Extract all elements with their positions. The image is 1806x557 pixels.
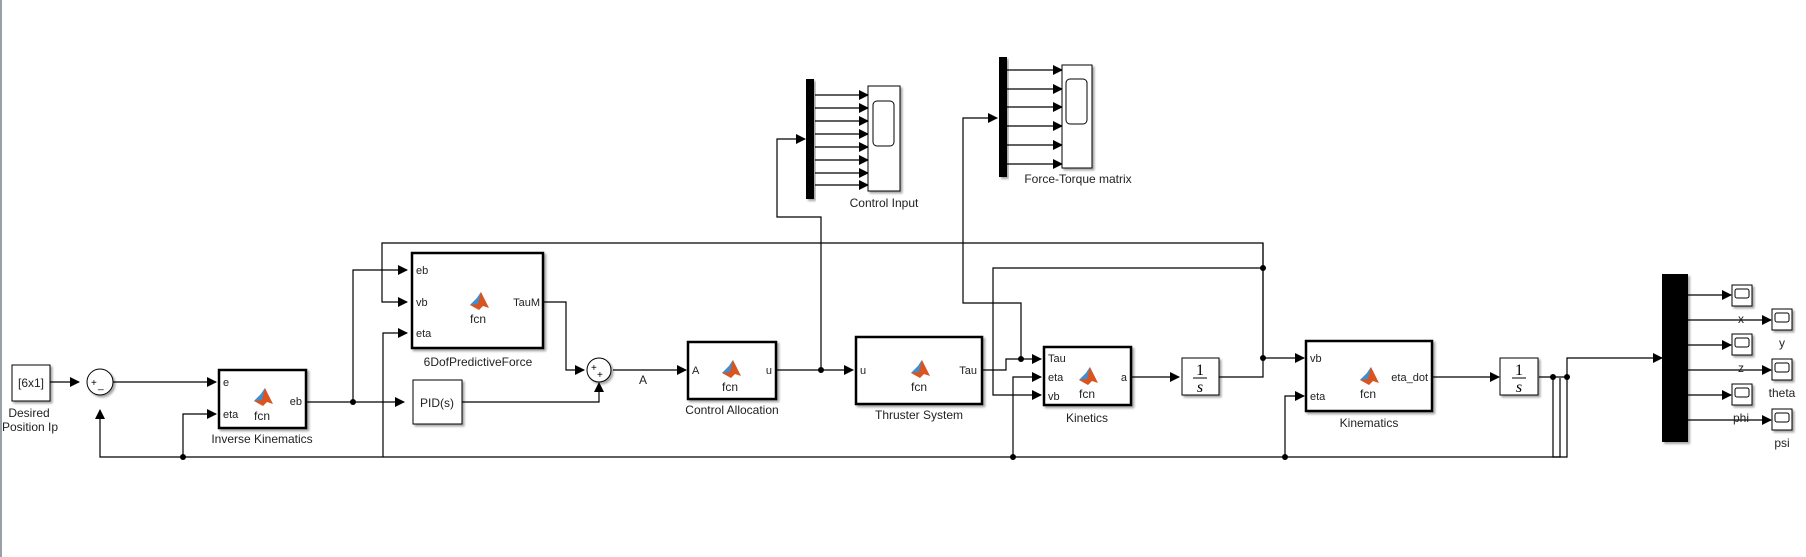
control-input-scope[interactable]: Control Input [850,85,919,210]
control-allocation-block[interactable]: A u fcn Control Allocation [685,340,779,417]
int1-num: 1 [1196,362,1204,379]
scope-x[interactable]: x [1731,284,1753,326]
port-vb: vb [416,297,428,309]
port-taum: TauM [513,297,540,309]
block-name: Kinematics [1340,416,1399,430]
sum2-sign-2: + [597,370,603,381]
wire-tau-mux [962,113,1022,359]
port-vb: vb [1048,391,1060,403]
sum1-sign-minus: _ [97,380,104,391]
port-eb: eb [290,396,302,408]
integrator-block-1[interactable]: 1 s [1181,357,1220,396]
kinetics-block[interactable]: Tau eta vb a fcn Kinetics [1042,345,1133,425]
port-eta: eta [1310,391,1326,403]
scope-label: theta [1769,386,1796,400]
scope-label: z [1738,361,1744,375]
wire-vb-kinetics [992,267,1263,400]
port-a: A [692,365,700,377]
port-tau: Tau [959,365,977,377]
wire-tau-kinetics [983,354,1042,371]
wire-eta-kinematics [1284,391,1305,457]
fcn-label: fcn [470,312,486,326]
scope-y[interactable]: y [1771,308,1793,350]
block-name: Control Allocation [685,403,778,417]
wire-int2-feedback [1552,377,1560,458]
wires [50,65,1772,460]
fcn-label: fcn [1079,387,1095,401]
scope-label: phi [1733,411,1749,425]
block-name: Thruster System [875,408,963,422]
integrator-block-2[interactable]: 1 s [1499,357,1539,396]
control-mux-lines [815,90,869,190]
wire-taum-sum2 [543,301,585,375]
scope-label: y [1779,336,1785,350]
port-a: a [1121,372,1128,384]
desired-label-1: Desired [8,406,49,420]
sum-block-1[interactable]: + _ [86,368,114,396]
desired-label-2: Position Ip [2,420,58,434]
force-torque-scope[interactable]: Force-Torque matrix [1024,64,1132,186]
output-demux[interactable] [1662,274,1688,442]
port-eta: eta [416,328,432,340]
signal-label-a: A [639,373,647,387]
sum1-sign-plus: + [91,378,97,389]
scope-name: Control Input [850,196,919,210]
desired-position-block[interactable]: [6x1] Desired Position Ip [2,364,58,434]
port-u: u [766,365,772,377]
port-e: e [223,377,229,389]
wire-int1-vb [1219,243,1264,378]
scope-psi[interactable]: psi [1771,408,1793,450]
predictive-force-block[interactable]: eb vb eta TauM fcn 6DofPredictiveForce [410,251,545,369]
int1-den: s [1197,379,1203,396]
fcn-label: fcn [1360,387,1376,401]
port-tau: Tau [1048,353,1066,365]
control-input-mux[interactable] [806,79,814,199]
int2-den: s [1516,379,1522,396]
scope-label: x [1738,312,1744,326]
wire-eb-pred [352,265,408,402]
port-eta-dot: eta_dot [1391,372,1428,384]
sum2-sign-1: + [591,363,597,374]
int2-num: 1 [1515,362,1523,379]
wire-pid-sum2 [462,382,604,403]
wire-feedback-bus [95,378,1561,458]
wire-int2-demux [1566,353,1663,377]
force-mux-lines [1007,65,1063,169]
thruster-system-block[interactable]: u Tau fcn Thruster System [854,335,984,422]
port-eta: eta [1048,372,1064,384]
pid-label: PID(s) [420,396,454,410]
block-name: 6DofPredictiveForce [424,355,533,369]
scope-label: psi [1774,436,1789,450]
port-vb: vb [1310,353,1322,365]
scope-name: Force-Torque matrix [1024,172,1131,186]
block-name: Kinetics [1066,411,1108,425]
scope-phi[interactable]: phi [1731,383,1753,425]
constant-value: [6x1] [18,376,44,390]
port-u: u [860,365,866,377]
inverse-kinematics-block[interactable]: e eta eb fcn Inverse Kinematics [211,368,313,446]
wire-eta-kinetics [1012,372,1042,457]
fcn-label: fcn [911,380,927,394]
fcn-label: fcn [722,380,738,394]
kinematics-block[interactable]: vb eta eta_dot fcn Kinematics [1304,339,1434,430]
wire-u-mux [776,134,822,370]
sum-block-2[interactable]: + + [586,357,612,383]
force-torque-mux[interactable] [999,57,1007,177]
port-eb: eb [416,265,428,277]
fcn-label: fcn [254,409,270,423]
wire-eta-ik [182,409,217,457]
port-eta: eta [223,409,239,421]
wire-eta-pred [382,328,408,457]
demux-lines [1688,290,1772,425]
pid-block[interactable]: PID(s) [412,379,463,425]
block-name: Inverse Kinematics [211,432,312,446]
scope-theta[interactable]: theta [1769,358,1796,400]
scope-z[interactable]: z [1731,333,1753,375]
wire-int2-fb2 [1560,377,1568,458]
canvas-edge [0,0,2,557]
